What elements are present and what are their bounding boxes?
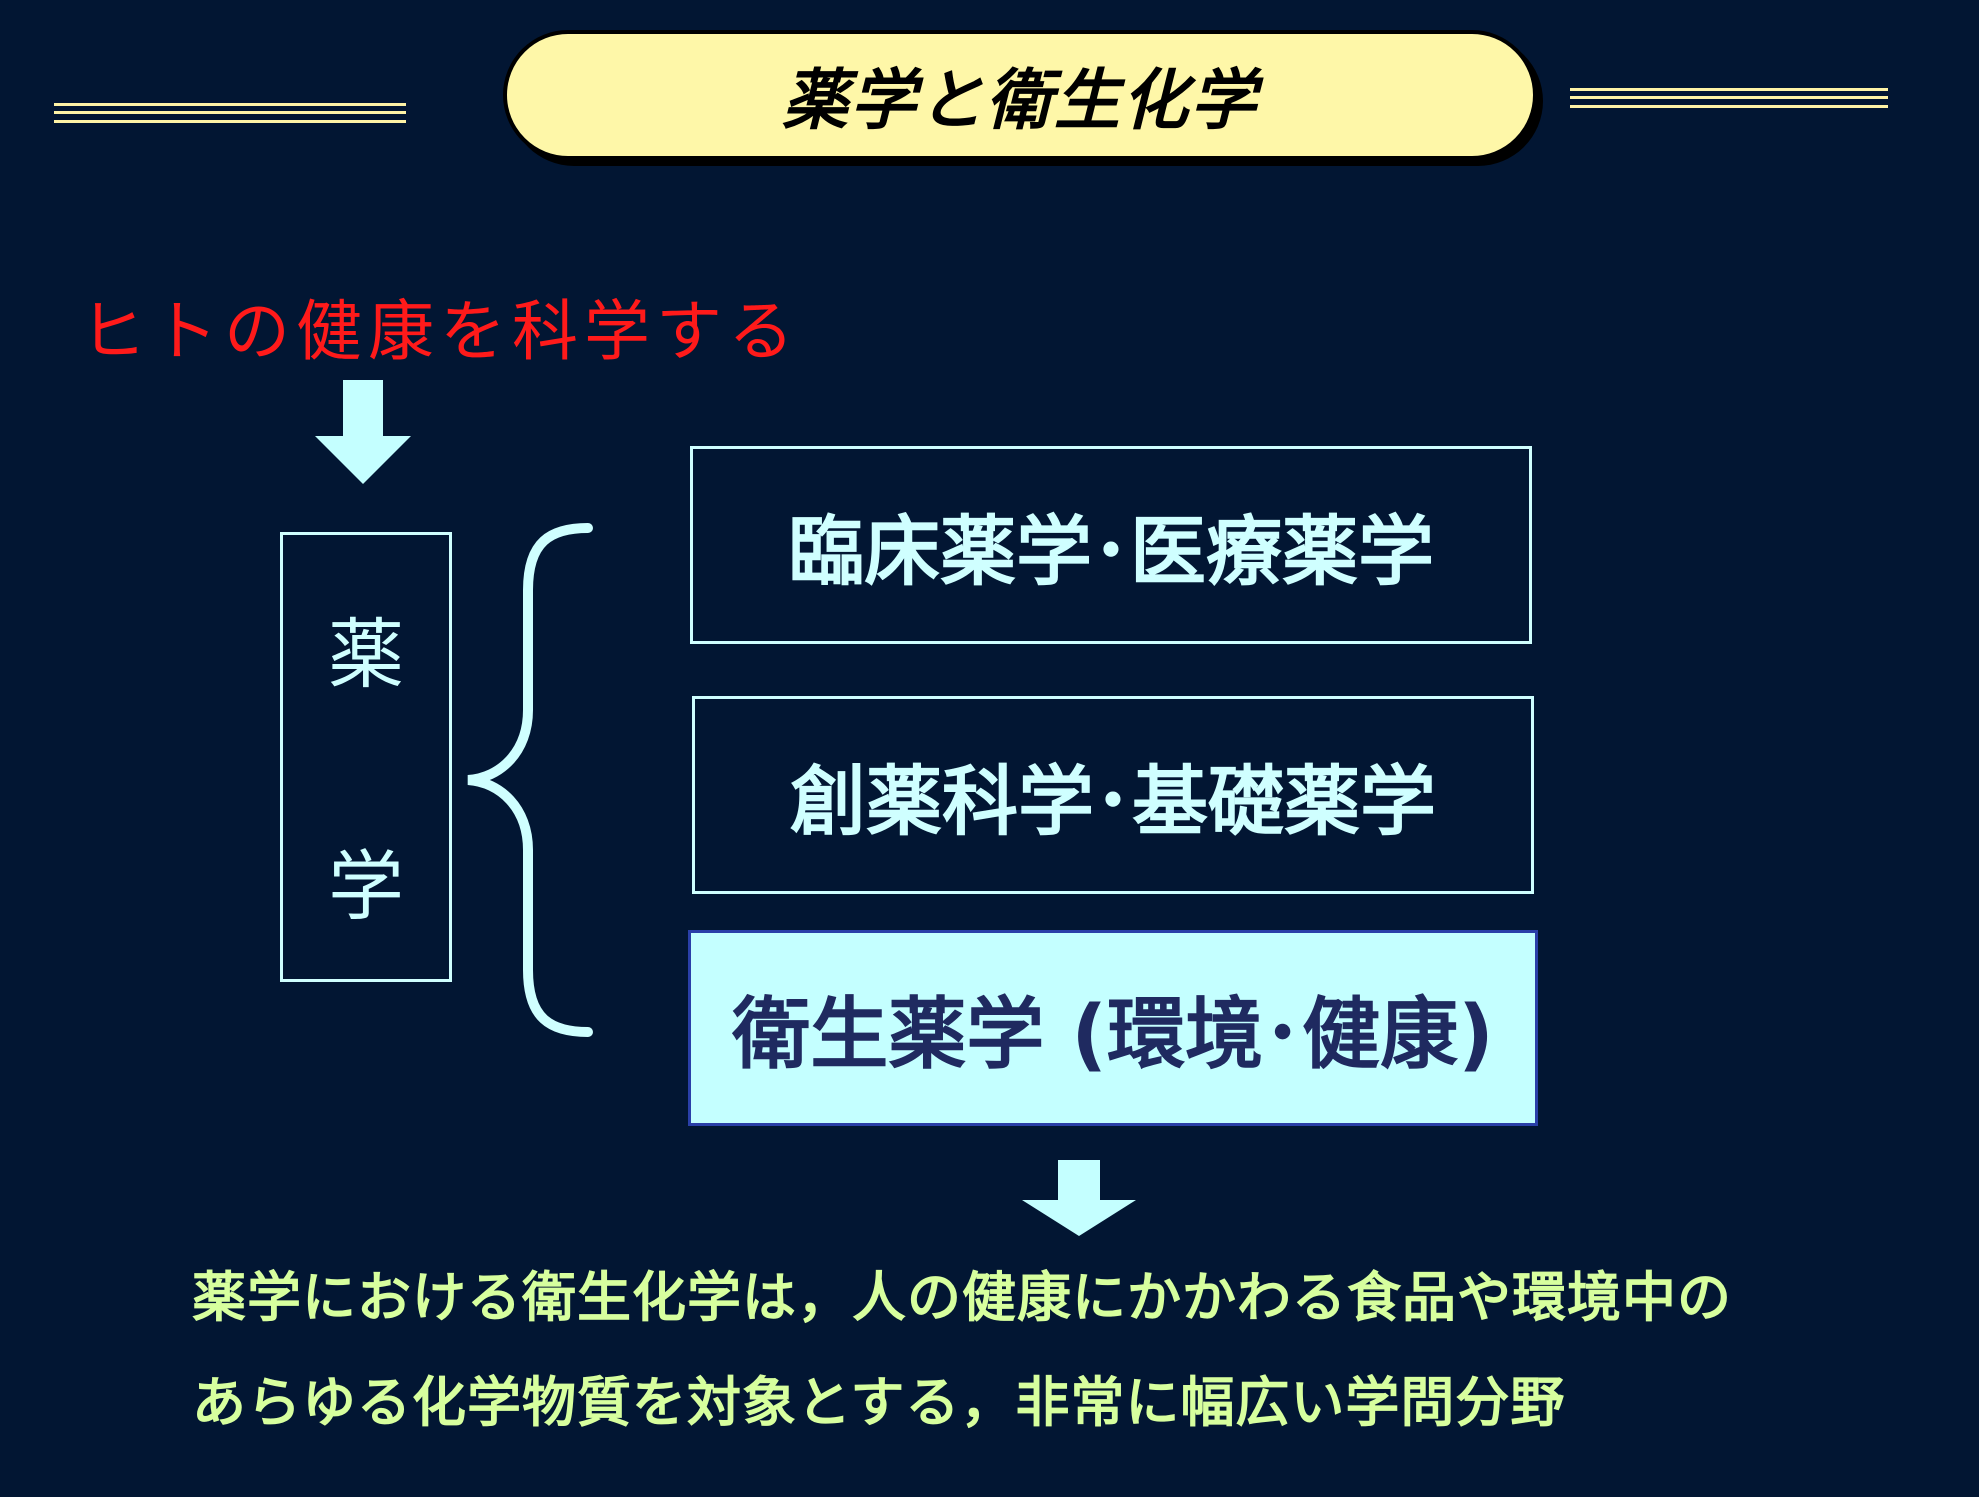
down-arrow-icon-2 — [1022, 1160, 1136, 1236]
decorative-lines-left — [54, 103, 406, 123]
down-arrow-icon-1 — [315, 380, 411, 484]
title-banner: 薬学と衛生化学 — [503, 30, 1537, 160]
slide-title: 薬学と衛生化学 — [782, 62, 1258, 139]
yakugaku-char-1: 薬 — [328, 610, 404, 699]
subtitle: ヒトの健康を科学する — [80, 293, 800, 370]
description-line-1: 薬学における衛生化学は，人の健康にかかわる食品や環境中の — [192, 1266, 1732, 1329]
branch-hygienic-pharmacy: 衛生薬学 (環境･健康) — [688, 930, 1538, 1126]
yakugaku-box: 薬 学 — [280, 532, 452, 982]
curly-brace-icon — [467, 523, 593, 1037]
yakugaku-char-2: 学 — [328, 842, 404, 931]
description-line-2: あらゆる化学物質を対象とする，非常に幅広い学問分野 — [192, 1371, 1566, 1434]
branch-clinical-pharmacy: 臨床薬学･医療薬学 — [690, 446, 1532, 644]
branch-drug-discovery: 創薬科学･基礎薬学 — [692, 696, 1534, 894]
decorative-lines-right — [1570, 88, 1888, 108]
